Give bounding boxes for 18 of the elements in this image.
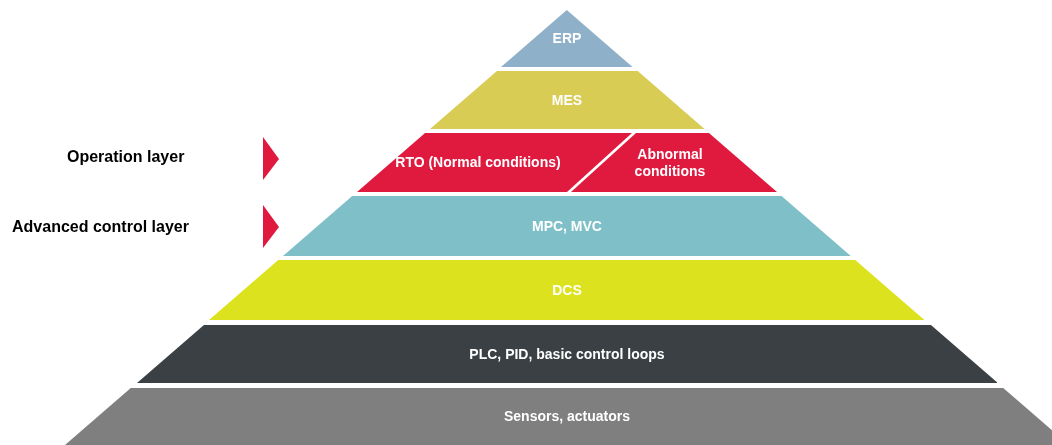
layer-label: PLC, PID, basic control loops	[469, 345, 665, 363]
pyramid-layer	[65, 388, 1052, 445]
layer-label: RTO (Normal conditions)	[395, 154, 561, 171]
pyramid-layer	[429, 71, 705, 129]
layer-label: Abnormal conditions	[633, 145, 707, 180]
pyramid-layer	[209, 260, 925, 320]
layer-label: DCS	[552, 281, 582, 299]
pyramid-layer	[501, 10, 633, 67]
pyramid-layer	[571, 133, 777, 192]
layer-caption: Operation layer	[67, 148, 185, 166]
layer-label: Sensors, actuators	[503, 408, 630, 425]
layer-label: MPC, MVC	[532, 217, 602, 235]
layer-label: ERP	[552, 30, 582, 47]
pyramid-layer	[136, 325, 998, 383]
pyramid-layer	[356, 133, 632, 192]
pyramid-layer	[283, 196, 851, 256]
layer-caption: Advanced control layer	[12, 218, 189, 236]
layer-label: MES	[551, 91, 583, 109]
